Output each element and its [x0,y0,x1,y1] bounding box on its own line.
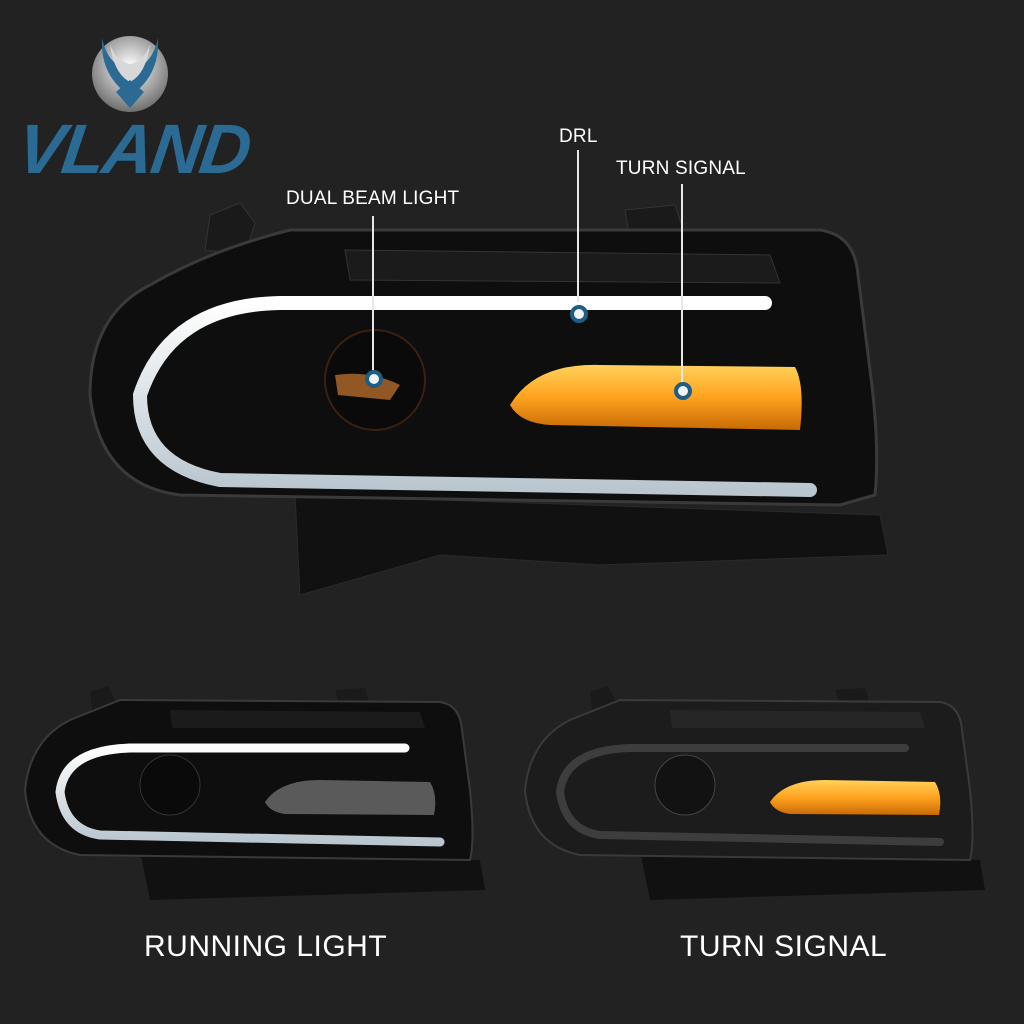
headlight-main-image [88,202,889,596]
callout-dual-beam-light: DUAL BEAM LIGHT [286,188,460,209]
leader-line-drl [577,150,579,302]
vland-emblem-icon [92,36,168,112]
pin-dual-beam [365,370,383,388]
callout-turn-signal: TURN SIGNAL [616,158,746,179]
pin-drl [570,305,588,323]
leader-line-turn-signal [681,184,683,384]
headlight-turn-signal-image [523,686,985,900]
pin-turn-signal [674,382,692,400]
caption-running-light: RUNNING LIGHT [144,930,388,963]
brand-logo: VLAND [13,18,255,188]
leader-line-dual-beam [372,216,374,372]
caption-turn-signal: TURN SIGNAL [680,930,888,963]
headlight-running-light-image [23,686,485,900]
brand-name: VLAND [12,110,255,188]
callout-drl: DRL [559,126,598,147]
